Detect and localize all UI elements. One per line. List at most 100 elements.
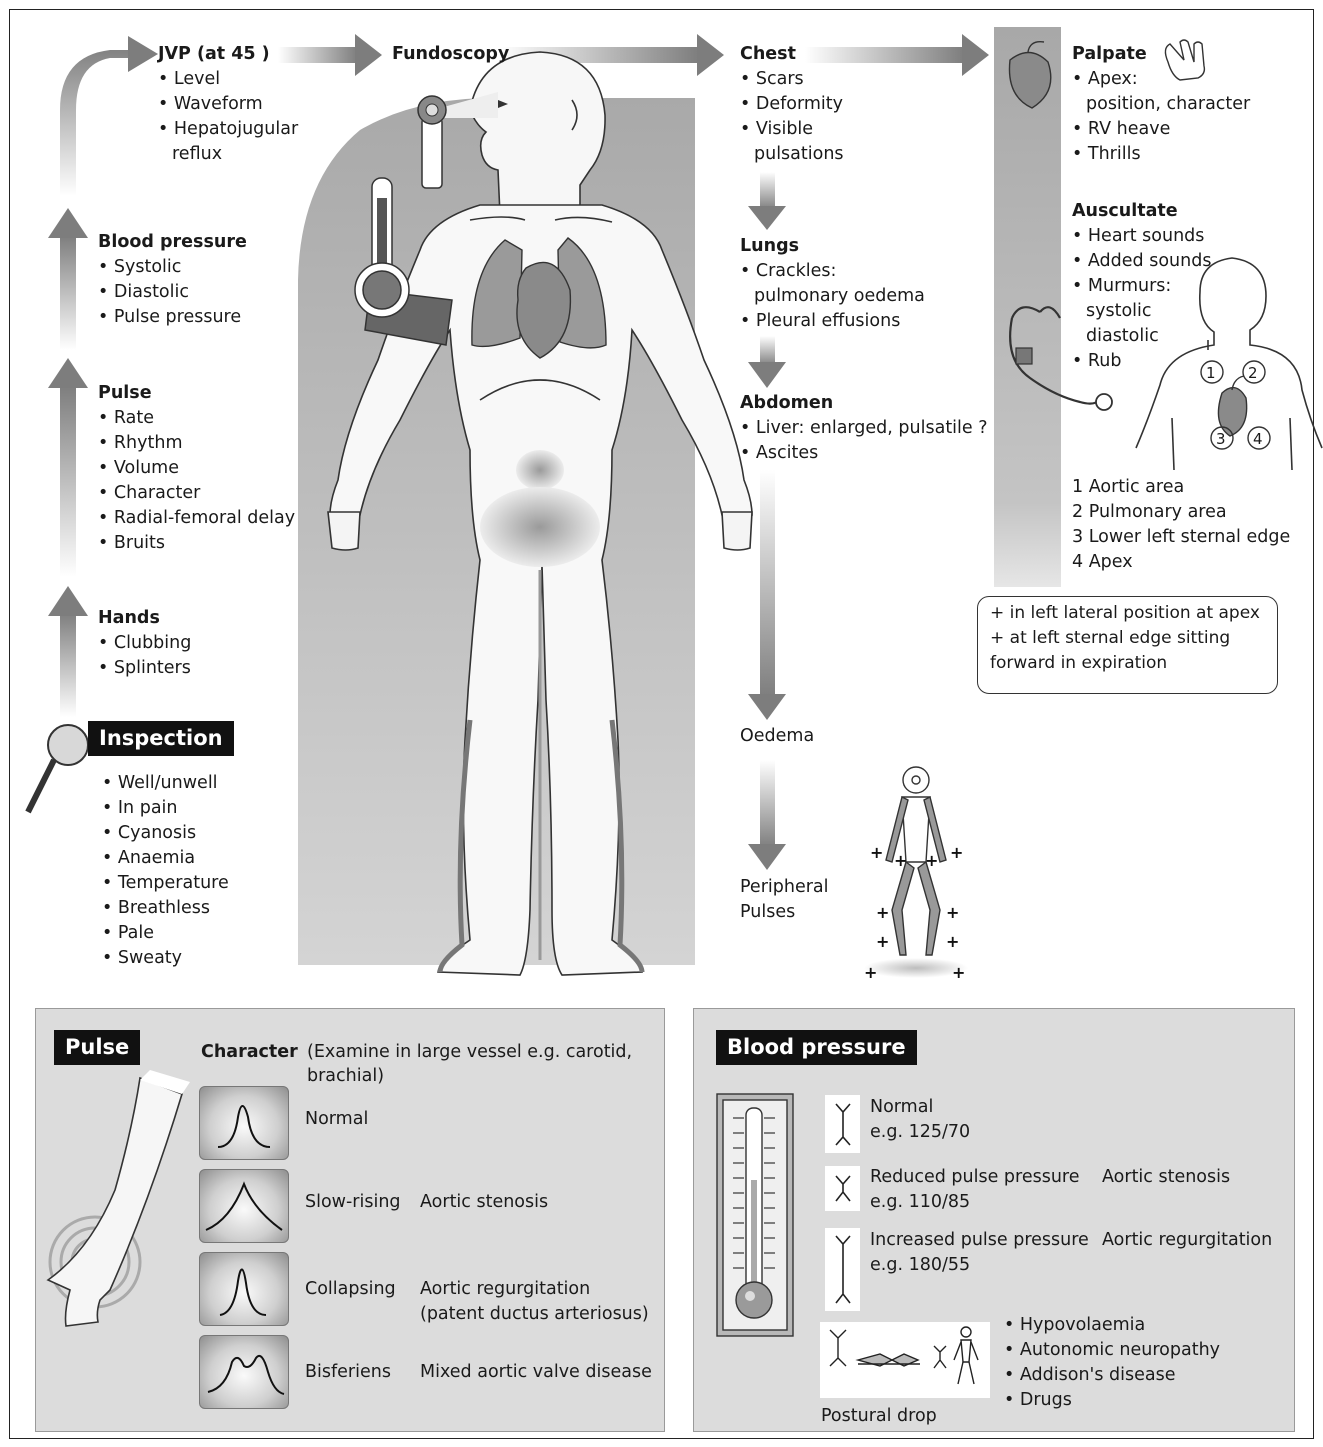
chest-block: Chest Scars Deformity Visible pulsations	[740, 42, 844, 167]
pulse-type-name: Slow-rising	[305, 1190, 401, 1214]
inspection-item: Temperature	[102, 871, 229, 896]
area-item: 3 Lower left sternal edge	[1072, 525, 1290, 550]
auscultation-areas-list: 1 Aortic area 2 Pulmonary area 3 Lower l…	[1072, 475, 1290, 575]
svg-text:+: +	[864, 963, 877, 982]
svg-text:+: +	[870, 843, 883, 862]
pulse-type-condition-cont: (patent ductus arteriosus)	[420, 1302, 649, 1326]
bp-type-example: e.g. 180/55	[870, 1253, 970, 1277]
bp-panel-title: Blood pressure	[716, 1030, 917, 1065]
lungs-item: Crackles:	[740, 259, 925, 284]
chest-item: Deformity	[740, 92, 844, 117]
chest-item-cont: pulsations	[740, 142, 844, 167]
auscultate-item: Heart sounds	[1072, 224, 1211, 249]
palpate-item-cont: position, character	[1072, 92, 1250, 117]
palpate-heading: Palpate	[1072, 42, 1250, 67]
character-label: Character	[201, 1040, 298, 1064]
bp-type-name: Reduced pulse pressure	[870, 1165, 1080, 1189]
pulse-item: Radial-femoral delay	[98, 506, 295, 531]
auscultate-item-cont: systolic	[1072, 299, 1211, 324]
abdomen-item: Liver: enlarged, pulsatile ?	[740, 416, 988, 441]
inspection-item: Anaemia	[102, 846, 229, 871]
svg-text:+: +	[876, 932, 889, 951]
palpate-item: Apex:	[1072, 67, 1250, 92]
liver-blob	[516, 450, 564, 490]
auscultate-item: Murmurs:	[1072, 274, 1211, 299]
auscultate-item-cont: diastolic	[1072, 324, 1211, 349]
bp-type-example: e.g. 125/70	[870, 1120, 970, 1144]
postural-cause: Drugs	[1004, 1388, 1220, 1413]
jvp-item: Hepatojugular	[158, 117, 298, 142]
area-number: 4	[1253, 427, 1263, 451]
abdomen-item: Ascites	[740, 441, 988, 466]
lungs-block: Lungs Crackles: pulmonary oedema Pleural…	[740, 234, 925, 334]
postural-cause: Hypovolaemia	[1004, 1313, 1220, 1338]
abdomen-block: Abdomen Liver: enlarged, pulsatile ? Asc…	[740, 391, 988, 466]
fundoscopy-block: Fundoscopy	[392, 42, 509, 67]
fundoscopy-heading: Fundoscopy	[392, 42, 509, 67]
svg-text:+: +	[946, 932, 959, 951]
inspection-item: Well/unwell	[102, 771, 229, 796]
bp-type-name: Normal	[870, 1095, 933, 1119]
palpate-item: Thrills	[1072, 142, 1250, 167]
svg-text:+: +	[950, 843, 963, 862]
pulse-item: Volume	[98, 456, 295, 481]
blood-pressure-heading: Blood pressure	[98, 230, 247, 255]
area-number: 3	[1216, 427, 1226, 451]
pulse-type-name: Normal	[305, 1107, 368, 1131]
bp-item: Diastolic	[98, 280, 247, 305]
inspection-list: Well/unwell In pain Cyanosis Anaemia Tem…	[102, 771, 229, 971]
postural-drop-label: Postural drop	[821, 1404, 937, 1428]
pulse-item: Bruits	[98, 531, 295, 556]
pulse-block: Pulse Rate Rhythm Volume Character Radia…	[98, 381, 295, 556]
pulse-panel-title: Pulse	[54, 1030, 140, 1065]
postural-causes-list: Hypovolaemia Autonomic neuropathy Addiso…	[1004, 1313, 1220, 1413]
area-number: 2	[1248, 361, 1258, 385]
hands-item: Clubbing	[98, 631, 191, 656]
svg-text:+: +	[894, 851, 907, 870]
svg-text:+: +	[876, 903, 889, 922]
chest-item: Visible	[740, 117, 844, 142]
lungs-item: Pleural effusions	[740, 309, 925, 334]
area-number: 1	[1206, 361, 1216, 385]
hands-block: Hands Clubbing Splinters	[98, 606, 191, 681]
inspection-item: In pain	[102, 796, 229, 821]
jvp-item-cont: reflux	[158, 142, 298, 167]
inspection-item: Pale	[102, 921, 229, 946]
inspection-item: Sweaty	[102, 946, 229, 971]
postural-cause: Addison's disease	[1004, 1363, 1220, 1388]
inspection-item: Breathless	[102, 896, 229, 921]
svg-text:+: +	[952, 963, 965, 982]
inspection-title: Inspection	[88, 721, 234, 756]
inspection-item: Cyanosis	[102, 821, 229, 846]
jvp-item: Level	[158, 67, 298, 92]
jvp-heading: JVP (at 45 )	[158, 42, 298, 67]
pulse-type-name: Bisferiens	[305, 1360, 391, 1384]
pulse-item: Character	[98, 481, 295, 506]
jvp-block: JVP (at 45 ) Level Waveform Hepatojugula…	[158, 42, 298, 167]
pulse-type-name: Collapsing	[305, 1277, 396, 1301]
svg-text:+: +	[946, 903, 959, 922]
bp-item: Pulse pressure	[98, 305, 247, 330]
chest-heading: Chest	[740, 42, 844, 67]
svg-text:+: +	[925, 851, 938, 870]
abdomen-heading: Abdomen	[740, 391, 988, 416]
bp-type-example: e.g. 110/85	[870, 1190, 970, 1214]
palpate-item: RV heave	[1072, 117, 1250, 142]
top-flow-arrows	[278, 34, 989, 76]
waveform-collapsing	[199, 1252, 289, 1326]
area-item: 1 Aortic area	[1072, 475, 1290, 500]
waveform-normal	[199, 1086, 289, 1160]
peripheral-pulses-label: Peripheral Pulses	[740, 875, 829, 925]
pulse-type-condition: Aortic regurgitation	[420, 1277, 590, 1301]
auscultate-block: Auscultate Heart sounds Added sounds Mur…	[1072, 199, 1211, 374]
lungs-item-cont: pulmonary oedema	[740, 284, 925, 309]
hands-item: Splinters	[98, 656, 191, 681]
auscultate-item: Rub	[1072, 349, 1211, 374]
waveform-slow-rising	[199, 1169, 289, 1243]
hands-heading: Hands	[98, 606, 191, 631]
pulse-heading: Pulse	[98, 381, 295, 406]
oedema-label: Oedema	[740, 724, 814, 749]
lungs-heading: Lungs	[740, 234, 925, 259]
postural-cause: Autonomic neuropathy	[1004, 1338, 1220, 1363]
